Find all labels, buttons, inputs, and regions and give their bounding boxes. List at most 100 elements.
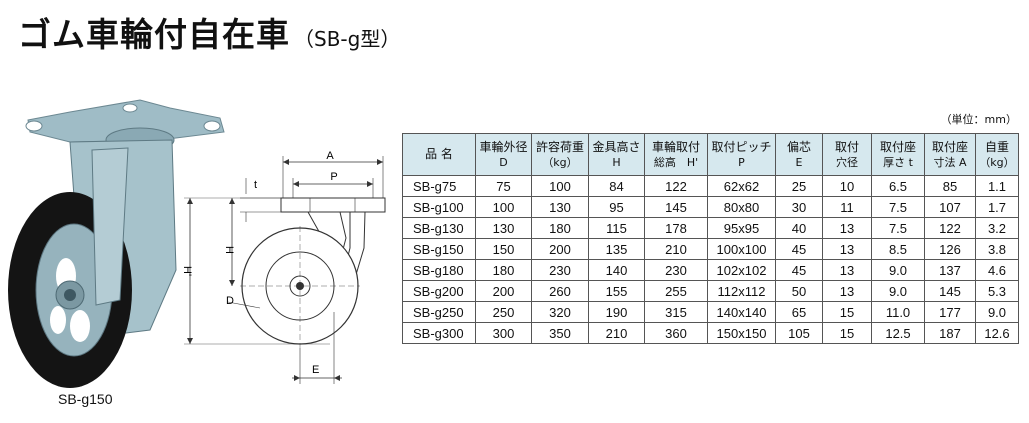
table-cell: 230 xyxy=(531,259,589,281)
table-cell: 210 xyxy=(644,238,708,260)
cell-product-name: SB-g150 xyxy=(402,238,476,260)
cell-product-name: SB-g75 xyxy=(402,175,476,197)
table-cell: 178 xyxy=(644,217,708,239)
table-cell: 12.6 xyxy=(975,322,1019,344)
cell-product-name: SB-g130 xyxy=(402,217,476,239)
table-cell: 210 xyxy=(588,322,645,344)
col-header-sub: D xyxy=(499,155,508,169)
table-cell: 13 xyxy=(822,259,872,281)
col-header-top: 許容荷重 xyxy=(535,139,584,154)
col-header-top: 車輪外径 xyxy=(479,139,528,154)
col-header-top: 取付 xyxy=(834,139,859,154)
table-cell: 130 xyxy=(531,196,589,218)
table-cell: 200 xyxy=(531,238,589,260)
table-cell: 62x62 xyxy=(707,175,776,197)
page-title: ゴム車輪付自在車（SB-g型） xyxy=(18,8,400,56)
title-main: ゴム車輪付自在車 xyxy=(18,15,290,54)
table-cell: 11 xyxy=(822,196,872,218)
table-cell: 126 xyxy=(924,238,976,260)
table-cell: 177 xyxy=(924,301,976,323)
label-a: A xyxy=(326,150,334,162)
cell-product-name: SB-g200 xyxy=(402,280,476,302)
table-cell: 105 xyxy=(775,322,823,344)
table-cell: 145 xyxy=(644,196,708,218)
table-cell: 7.5 xyxy=(871,217,925,239)
col-header-sub: 寸法 A xyxy=(933,155,967,169)
table-cell: 9.0 xyxy=(871,280,925,302)
photo-caption: SB-g150 xyxy=(58,391,113,407)
col-header-sub: 穴径 xyxy=(836,155,858,169)
table-cell: 137 xyxy=(924,259,976,281)
col-header-name: 品 名 xyxy=(402,133,476,176)
table-cell: 150x150 xyxy=(707,322,776,344)
table-cell: 100 xyxy=(475,196,532,218)
label-h: H xyxy=(223,246,235,254)
col-header-hole: 取付穴径 xyxy=(822,133,872,176)
table-cell: 315 xyxy=(644,301,708,323)
table-cell: 100 xyxy=(531,175,589,197)
table-cell: 100x100 xyxy=(707,238,776,260)
col-header-sub: 総高 H' xyxy=(653,155,699,169)
table-cell: 122 xyxy=(644,175,708,197)
title-model: （SB-g型） xyxy=(294,27,401,51)
cell-product-name: SB-g300 xyxy=(402,322,476,344)
table-cell: 13 xyxy=(822,217,872,239)
table-cell: 6.5 xyxy=(871,175,925,197)
table-cell: 102x102 xyxy=(707,259,776,281)
table-cell: 130 xyxy=(475,217,532,239)
table-cell: 95x95 xyxy=(707,217,776,239)
table-cell: 180 xyxy=(531,217,589,239)
table-cell: 187 xyxy=(924,322,976,344)
table-cell: 150 xyxy=(475,238,532,260)
table-cell: 45 xyxy=(775,259,823,281)
table-cell: 25 xyxy=(775,175,823,197)
col-header-sub: P xyxy=(738,155,745,169)
col-header-thickness: 取付座厚さ t xyxy=(871,133,925,176)
table-cell: 3.8 xyxy=(975,238,1019,260)
table-cell: 5.3 xyxy=(975,280,1019,302)
table-cell: 8.5 xyxy=(871,238,925,260)
table-cell: 350 xyxy=(531,322,589,344)
table-cell: 95 xyxy=(588,196,645,218)
table-cell: 9.0 xyxy=(975,301,1019,323)
table-cell: 112x112 xyxy=(707,280,776,302)
col-header-sub: E xyxy=(795,155,803,169)
table-cell: 3.2 xyxy=(975,217,1019,239)
label-p: P xyxy=(330,171,337,183)
col-header-top: 車輪取付 xyxy=(651,139,700,154)
table-cell: 12.5 xyxy=(871,322,925,344)
label-h-total: H' xyxy=(181,266,193,276)
col-header-top: 取付座 xyxy=(931,139,968,154)
table-cell: 155 xyxy=(588,280,645,302)
col-header-weight: 自重（kg） xyxy=(975,133,1019,176)
table-cell: 360 xyxy=(644,322,708,344)
col-header-top: 取付ピッチ xyxy=(711,139,772,154)
table-cell: 9.0 xyxy=(871,259,925,281)
table-cell: 140x140 xyxy=(707,301,776,323)
table-cell: 4.6 xyxy=(975,259,1019,281)
label-d: D xyxy=(226,295,234,307)
table-cell: 140 xyxy=(588,259,645,281)
col-header-sub: （kg） xyxy=(542,155,578,169)
table-cell: 45 xyxy=(775,238,823,260)
table-cell: 84 xyxy=(588,175,645,197)
table-cell: 85 xyxy=(924,175,976,197)
label-e: E xyxy=(312,364,319,376)
table-cell: 230 xyxy=(644,259,708,281)
cell-product-name: SB-g100 xyxy=(402,196,476,218)
col-header-sub: （kg） xyxy=(979,155,1015,169)
table-cell: 180 xyxy=(475,259,532,281)
table-cell: 50 xyxy=(775,280,823,302)
table-cell: 15 xyxy=(822,322,872,344)
table-cell: 11.0 xyxy=(871,301,925,323)
col-header-sub: H xyxy=(612,155,621,169)
caster-photo xyxy=(0,90,240,390)
label-t: t xyxy=(254,179,257,191)
